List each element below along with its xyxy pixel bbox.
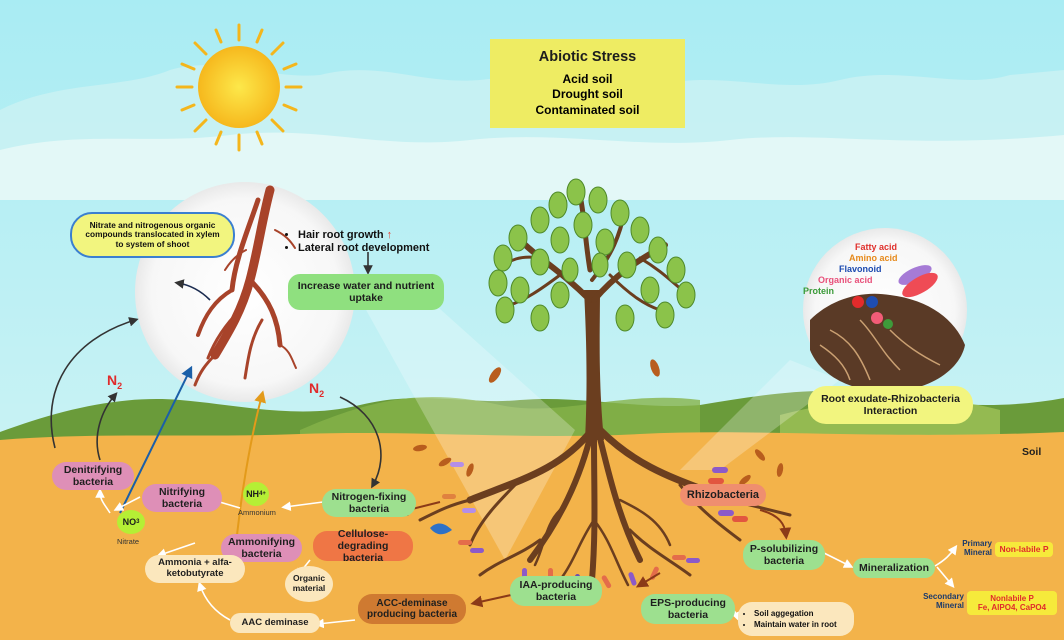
organic-material-circle: Organic material bbox=[285, 566, 333, 602]
cellulose-degrading-bacteria-pill: Cellulose-degrading bacteria bbox=[313, 531, 413, 561]
primary-mineral-label: Primary Mineral bbox=[958, 540, 992, 558]
p-solubilizing-bacteria-pill: P-solubilizing bacteria bbox=[743, 540, 825, 570]
acc-producing-bacteria-pill: ACC-deminase producing bacteria bbox=[358, 594, 466, 624]
hair-root-item: Hair root growth ↑ bbox=[298, 229, 429, 241]
nonlabile-p-text: Nonlabile P bbox=[990, 594, 1034, 603]
n2-right-label: N2 bbox=[309, 380, 324, 399]
nitrate-xylem-callout: Nitrate and nitrogenous organic compound… bbox=[70, 212, 235, 258]
eps-effects-box: Soil aggegation Maintain water in root bbox=[738, 602, 854, 636]
increase-uptake-text: Increase water and nutrient uptake bbox=[288, 280, 444, 304]
n2-left-label: N2 bbox=[107, 372, 122, 391]
abiotic-stress-box: Abiotic Stress Acid soil Drought soil Co… bbox=[490, 39, 685, 128]
aac-deminase-pill: AAC deminase bbox=[230, 613, 320, 633]
organic-acid-label: Organic acid bbox=[818, 275, 873, 285]
nonlabile-p-tag: Nonlabile P Fe, AlPO4, CaPO4 bbox=[967, 591, 1057, 615]
root-exudate-text: Root exudate-Rhizobacteria Interaction bbox=[808, 393, 973, 417]
mineralization-pill: Mineralization bbox=[853, 558, 935, 578]
increase-uptake-box: Increase water and nutrient uptake bbox=[288, 274, 444, 310]
soil-label: Soil bbox=[1022, 446, 1041, 458]
ammonium-label: Ammonium bbox=[238, 508, 276, 517]
increase-arrow-icon: ↑ bbox=[387, 229, 393, 241]
protein-label: Protein bbox=[803, 286, 834, 296]
abiotic-stress-title: Abiotic Stress bbox=[539, 49, 637, 66]
rhizobacteria-pill: Rhizobacteria bbox=[680, 484, 766, 506]
denitrifying-bacteria-pill: Denitrifying bacteria bbox=[52, 462, 134, 490]
secondary-mineral-label: Secondary Mineral bbox=[920, 593, 964, 611]
soil-aggregation-item: Soil aggegation bbox=[754, 609, 837, 618]
fatty-acid-label: Fatty acid bbox=[855, 242, 897, 252]
drought-soil-label: Drought soil bbox=[552, 88, 623, 102]
cloud-band-low bbox=[0, 133, 1064, 200]
acid-soil-label: Acid soil bbox=[562, 73, 612, 87]
flavonoid-label: Flavonoid bbox=[839, 264, 882, 274]
lateral-root-item: Lateral root development bbox=[298, 242, 429, 254]
nitrate-label: Nitrate bbox=[117, 537, 139, 546]
eps-producing-bacteria-pill: EPS-producing bacteria bbox=[641, 594, 735, 624]
ammonia-alfa-pill: Ammonia + alfa-ketobutyrate bbox=[145, 555, 245, 583]
nitrate-xylem-text: Nitrate and nitrogenous organic compound… bbox=[82, 221, 223, 250]
nitrifying-bacteria-pill: Nitrifying bacteria bbox=[142, 484, 222, 512]
iaa-producing-bacteria-pill: IAA-producing bacteria bbox=[510, 576, 602, 606]
non-labile-p-tag: Non-labile P bbox=[995, 542, 1053, 557]
root-effects-list: Hair root growth ↑ Lateral root developm… bbox=[284, 228, 429, 255]
maintain-water-item: Maintain water in root bbox=[754, 620, 837, 629]
contaminated-soil-label: Contaminated soil bbox=[535, 104, 639, 118]
amino-acid-label: Amino acid bbox=[849, 253, 898, 263]
mineral-compounds-text: Fe, AlPO4, CaPO4 bbox=[978, 603, 1046, 612]
root-exudate-box: Root exudate-Rhizobacteria Interaction bbox=[808, 386, 973, 424]
nitrogen-fixing-bacteria-pill: Nitrogen-fixing bacteria bbox=[322, 489, 416, 517]
